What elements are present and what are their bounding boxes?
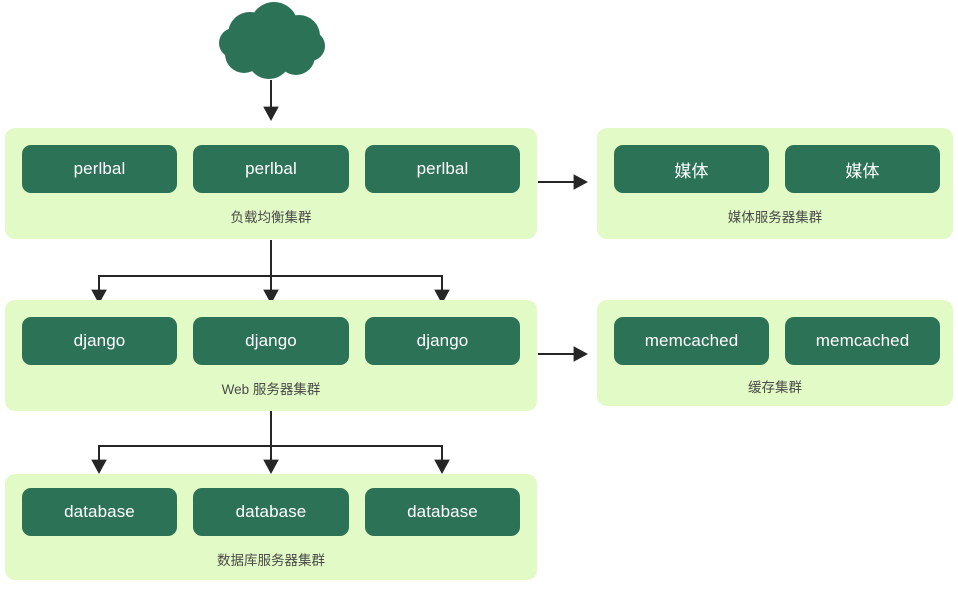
cluster-label-load-balancer: 负载均衡集群 [230, 210, 312, 225]
node-media-1[interactable]: 媒体 [614, 145, 769, 193]
node-django-3[interactable]: django [365, 317, 520, 365]
cluster-cache: memcached memcached 缓存集群 [597, 300, 953, 406]
node-database-3[interactable]: database [365, 488, 520, 536]
cluster-label-media-server: 媒体服务器集群 [727, 210, 823, 225]
cloud-icon [219, 2, 325, 79]
cluster-media-server: 媒体 媒体 媒体服务器集群 [597, 128, 953, 239]
connector-load-balancer-to-web-servers [91, 240, 450, 305]
node-database-1[interactable]: database [22, 488, 177, 536]
node-django-1[interactable]: django [22, 317, 177, 365]
node-memcached-2[interactable]: memcached [785, 317, 940, 365]
cluster-database-server: database database database 数据库服务器集群 [5, 474, 537, 580]
node-django-2[interactable]: django [193, 317, 349, 365]
node-perlbal-3[interactable]: perlbal [365, 145, 520, 193]
cluster-load-balancer: perlbal perlbal perlbal 负载均衡集群 [5, 128, 537, 239]
cluster-web-server: django django django Web 服务器集群 [5, 300, 537, 411]
cluster-label-web-server: Web 服务器集群 [221, 382, 321, 397]
node-database-2[interactable]: database [193, 488, 349, 536]
node-memcached-1[interactable]: memcached [614, 317, 769, 365]
node-perlbal-2[interactable]: perlbal [193, 145, 349, 193]
node-perlbal-1[interactable]: perlbal [22, 145, 177, 193]
cluster-label-database-server: 数据库服务器集群 [217, 553, 325, 568]
node-media-2[interactable]: 媒体 [785, 145, 940, 193]
cluster-label-cache: 缓存集群 [748, 380, 802, 395]
connector-web-servers-to-databases [91, 410, 450, 475]
